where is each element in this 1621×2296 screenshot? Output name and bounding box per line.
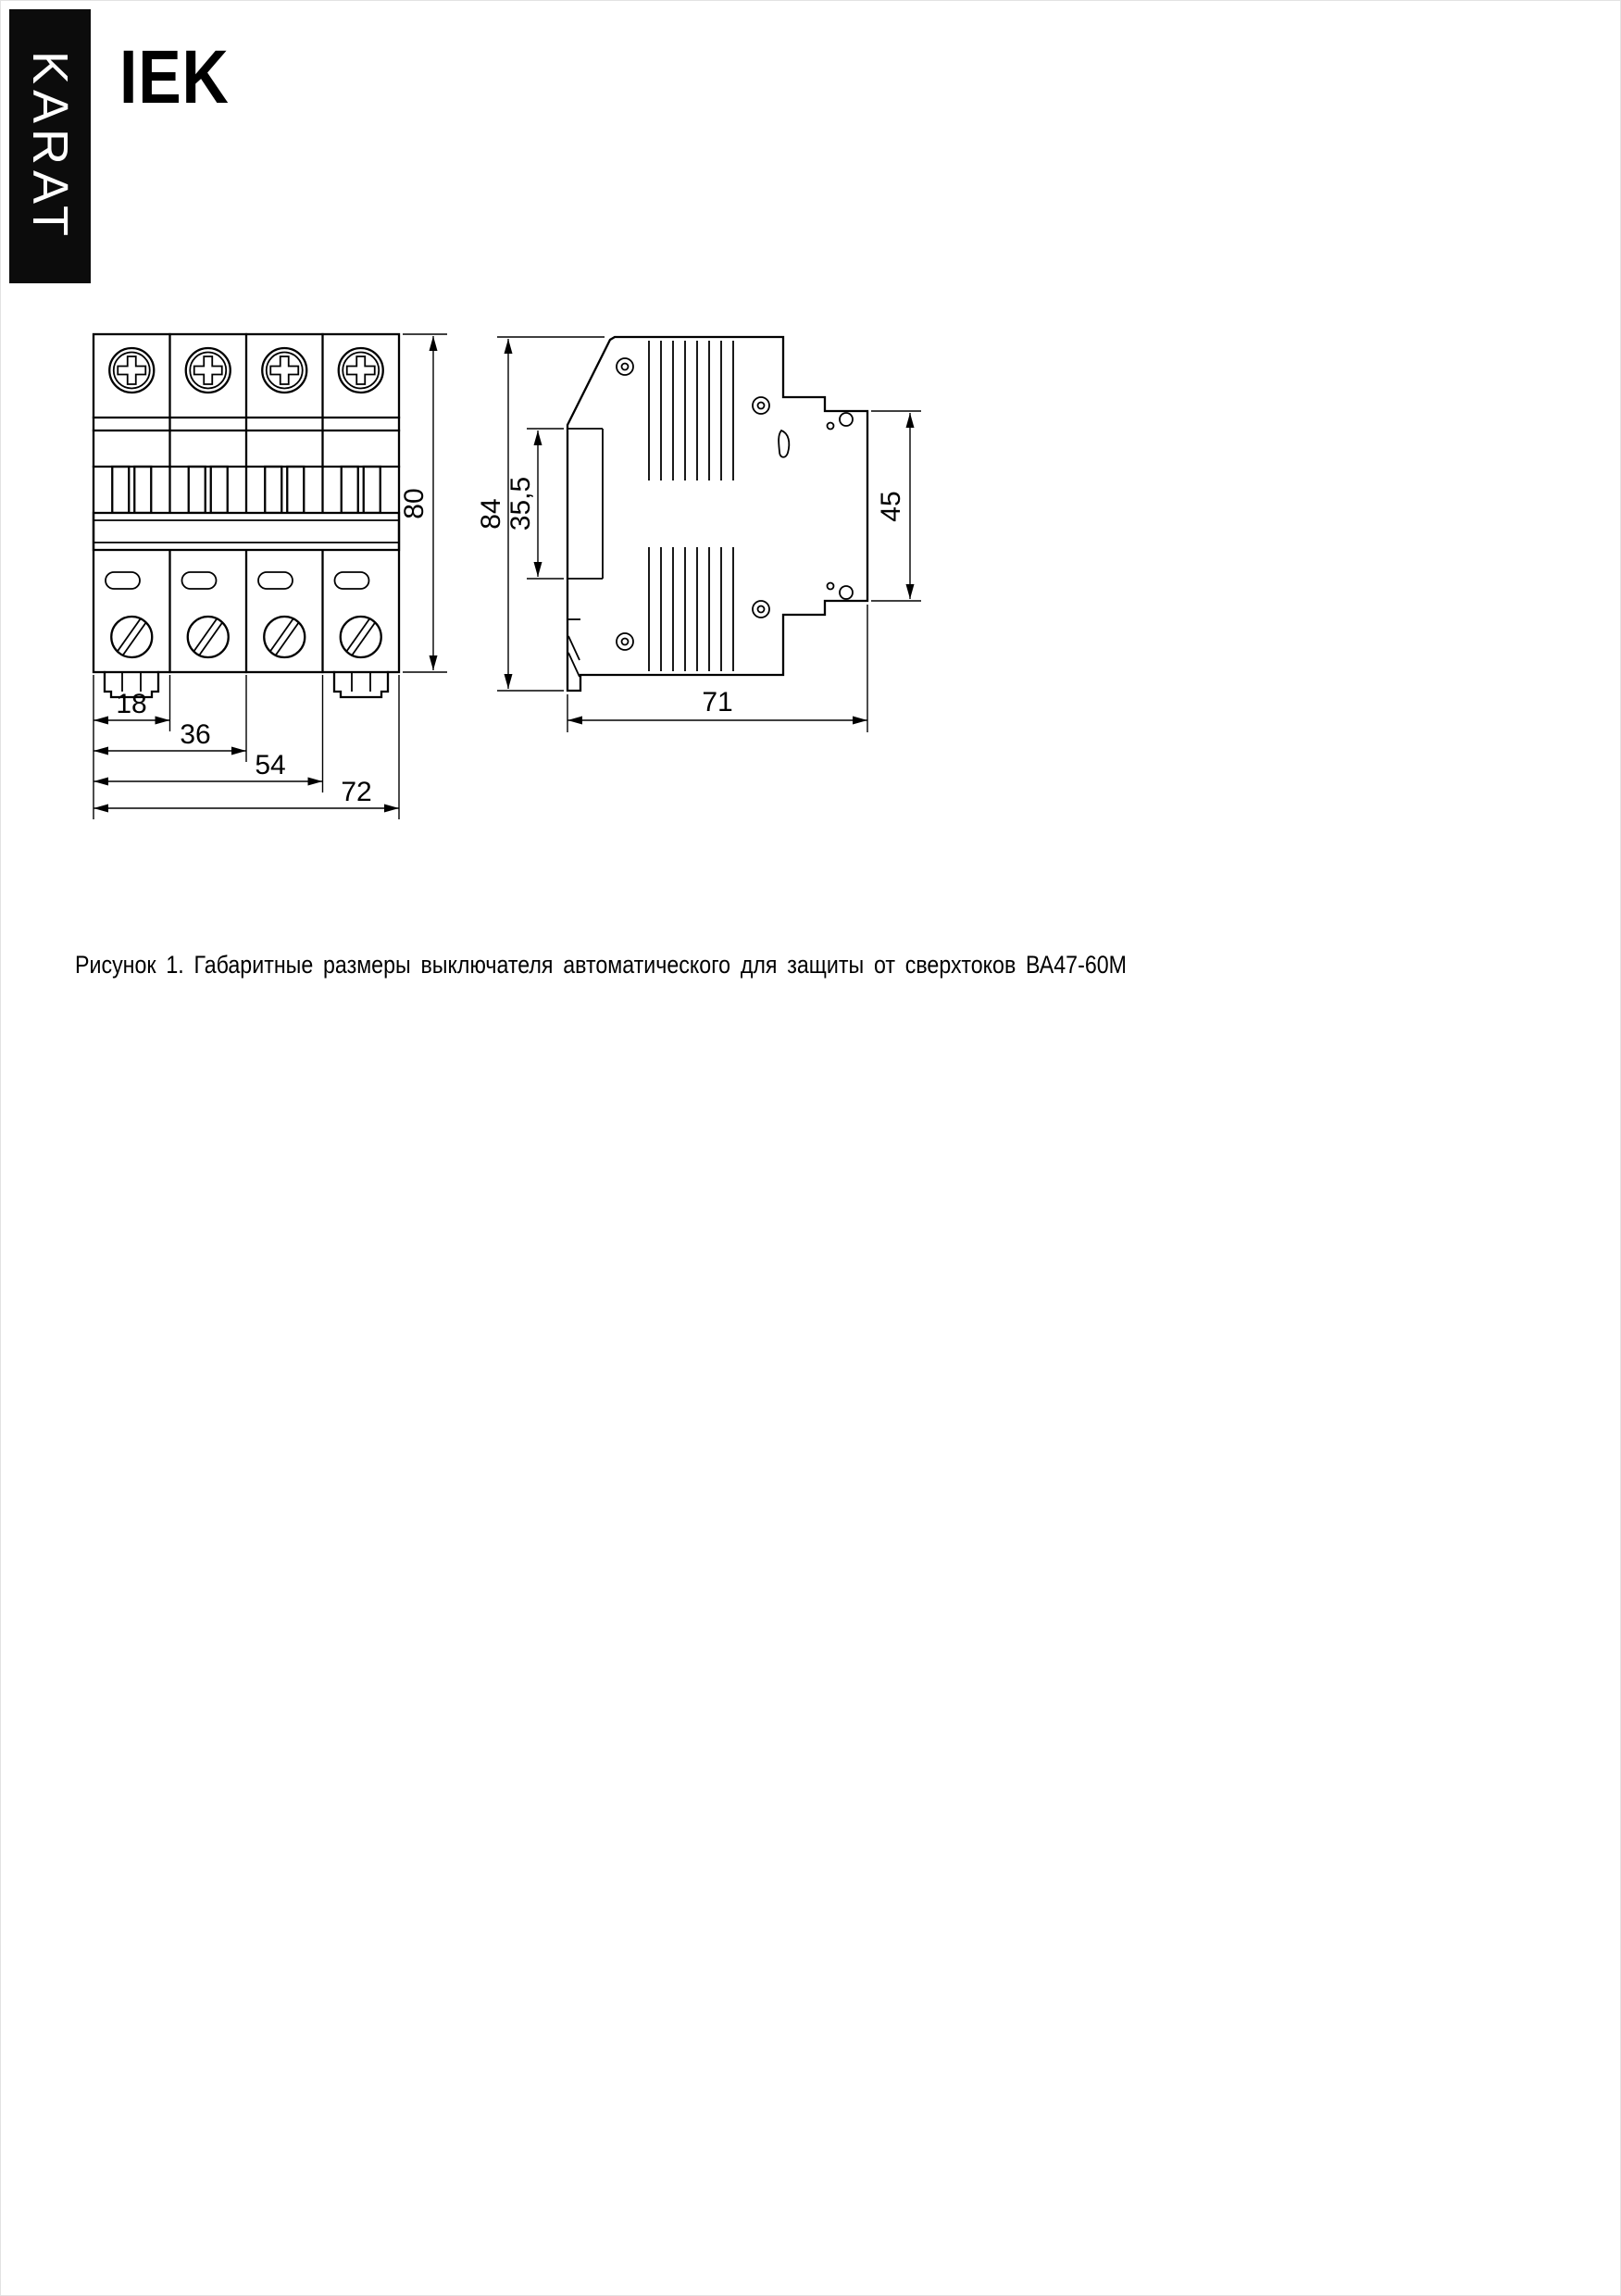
front-tie-bar: [92, 511, 401, 552]
front-din-clips: [103, 670, 390, 699]
karat-brand-text: KARAT: [22, 50, 78, 243]
dim-label-45: 45: [876, 491, 906, 521]
front-dimensions: 80 18 36 54 72: [93, 333, 447, 819]
side-vents-bottom: [648, 547, 734, 671]
dimension-drawing: 80 18 36 54 72: [92, 332, 921, 819]
front-view: [92, 332, 401, 699]
side-flange-holes: [826, 412, 854, 600]
front-bottom-screws: [110, 615, 382, 659]
side-curved-slot: [778, 429, 791, 458]
side-dimensions: 84 35,5 45 71: [476, 336, 921, 732]
dim-label-80: 80: [399, 488, 430, 518]
iek-logo: IEK: [119, 35, 230, 119]
side-view: [566, 335, 869, 693]
dim-label-72: 72: [341, 777, 371, 807]
dim-label-84: 84: [476, 498, 506, 529]
dim-label-36: 36: [180, 719, 210, 750]
figure-caption: Рисунок 1. Габаритные размеры выключател…: [75, 951, 1127, 979]
dim-label-35-5: 35,5: [505, 477, 536, 530]
side-rivets: [616, 357, 770, 651]
front-marking-windows: [105, 571, 370, 590]
dim-label-71: 71: [702, 687, 732, 718]
karat-sidebar-brand: KARAT: [9, 9, 91, 283]
dim-label-54: 54: [255, 750, 285, 780]
dim-label-18: 18: [116, 689, 146, 719]
side-vents-top: [648, 341, 734, 480]
front-top-screws: [108, 346, 384, 394]
